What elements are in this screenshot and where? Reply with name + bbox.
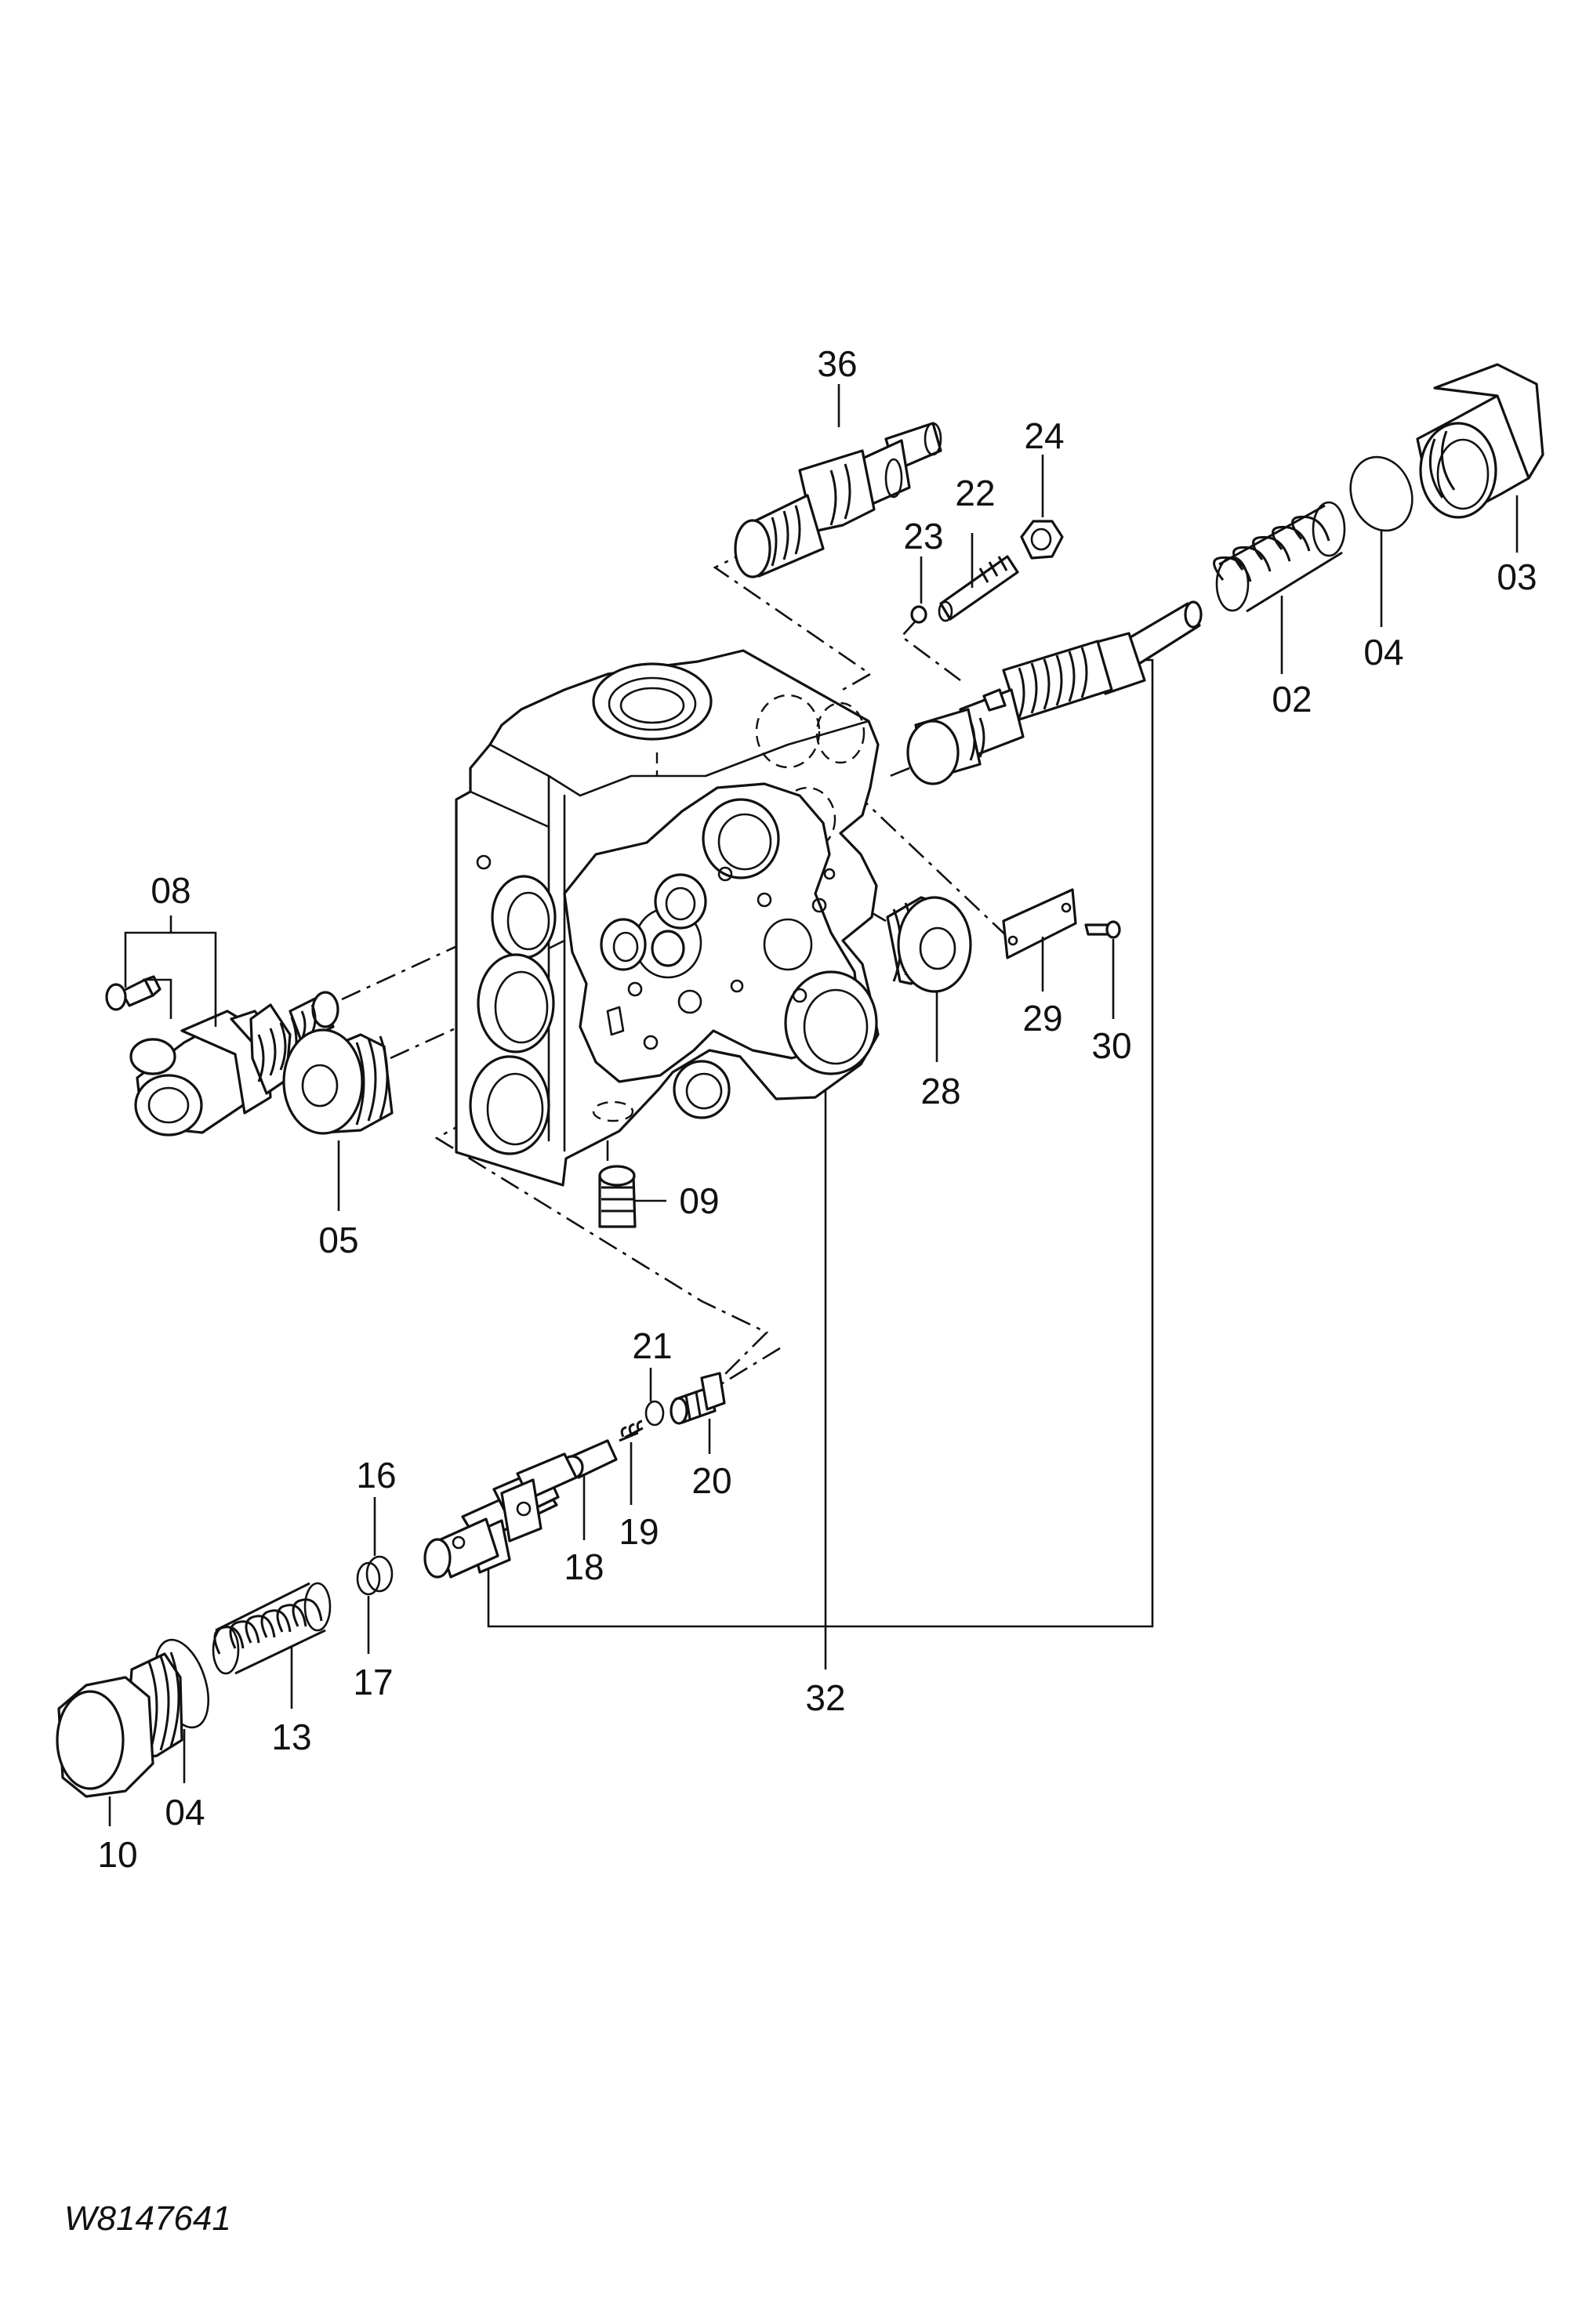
part-22-screw	[938, 555, 1019, 622]
label-24: 24	[1024, 415, 1064, 456]
label-19: 19	[619, 1511, 659, 1552]
part-03-cap	[1416, 363, 1544, 519]
part-29-plate	[1002, 888, 1077, 959]
label-13: 13	[271, 1717, 311, 1757]
part-09-set-screw	[598, 1165, 637, 1228]
label-16: 16	[356, 1455, 396, 1496]
label-05: 05	[318, 1220, 358, 1260]
callout-labels: 36 24 22 23 02 04 03 08 05 09 28 29 30 2…	[97, 343, 1537, 1875]
part-30-screw	[1084, 920, 1121, 939]
part-23-ball	[910, 605, 927, 624]
callout-leaders	[837, 384, 1519, 674]
label-29: 29	[1022, 998, 1062, 1039]
label-17: 17	[353, 1662, 393, 1702]
part-08-solenoid-valve	[129, 991, 339, 1137]
part-24-nut	[1020, 520, 1064, 560]
part-08-bolt	[105, 975, 161, 1011]
label-32: 32	[805, 1677, 845, 1718]
label-28: 28	[920, 1071, 960, 1111]
label-08: 08	[151, 870, 191, 911]
label-10: 10	[97, 1834, 137, 1875]
part-21-o-ring	[644, 1400, 665, 1427]
part-02-spring	[1213, 501, 1346, 613]
label-04-bottom: 04	[165, 1792, 205, 1833]
part-19-spring	[619, 1419, 644, 1442]
label-22: 22	[955, 473, 995, 513]
label-23: 23	[903, 516, 943, 557]
part-28-plug	[886, 896, 972, 993]
label-09: 09	[679, 1180, 719, 1221]
label-21: 21	[632, 1325, 672, 1366]
label-30: 30	[1091, 1025, 1131, 1066]
part-20-screw	[670, 1372, 726, 1425]
part-32-spool	[906, 600, 1203, 785]
part-17-ring	[356, 1561, 381, 1596]
label-36: 36	[817, 343, 857, 384]
valve-body	[455, 649, 880, 1187]
label-20: 20	[691, 1460, 731, 1501]
label-04-top: 04	[1363, 632, 1403, 673]
part-32-lower-spool	[423, 1452, 578, 1579]
drawing-code: W8147641	[64, 2199, 231, 2238]
label-03: 03	[1497, 557, 1537, 597]
part-05-plug	[282, 1028, 394, 1135]
label-18: 18	[564, 1546, 604, 1587]
part-04-o-ring-top	[1349, 455, 1414, 532]
part-13-spring	[212, 1582, 332, 1675]
part-36-relief-valve	[734, 422, 942, 578]
part-16-ring	[365, 1555, 394, 1593]
part-10-plug	[56, 1651, 183, 1798]
label-02: 02	[1272, 679, 1312, 720]
